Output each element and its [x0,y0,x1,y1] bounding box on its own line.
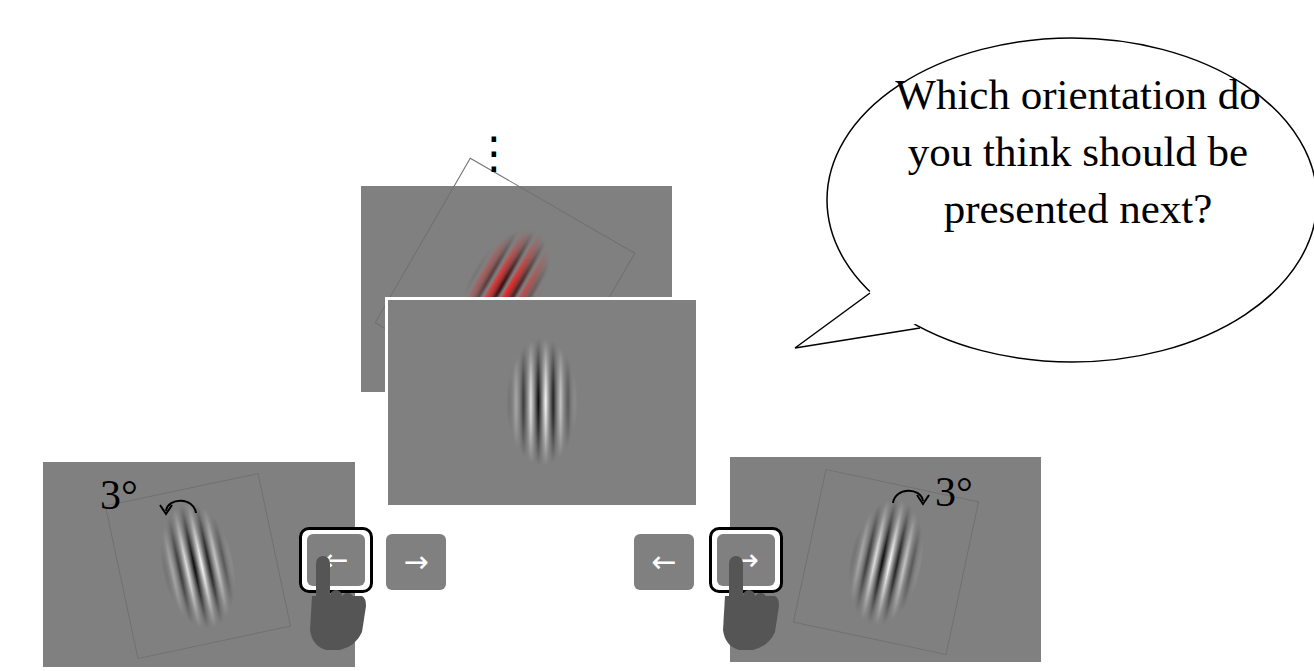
gabor-patch [99,452,297,671]
key-symbol: → [733,545,758,575]
key-cap: → [717,534,775,586]
pointing-hand [723,556,779,650]
arrow-key: → [386,534,446,590]
pointing-hand [310,556,366,650]
arrow-key: ← [634,534,694,590]
angle-label: 3° [100,470,138,520]
key-symbol: ← [651,547,676,577]
screen [388,300,696,505]
arrow-key: → [709,527,783,593]
gabor-patch [462,302,622,502]
bubble-text: Which orientation do you think should be… [878,66,1278,237]
key-cap: ← [307,534,365,586]
key-symbol: ← [323,545,348,575]
arrow-key: ← [299,527,373,593]
speech-bubble: Which orientation do you think should be… [790,38,1314,406]
gabor-patch [787,448,985,671]
screen: 3° [730,457,1041,662]
ellipsis-mark: ⋮ [472,118,516,188]
angle-label: 3° [935,467,973,517]
key-symbol: → [403,547,428,577]
